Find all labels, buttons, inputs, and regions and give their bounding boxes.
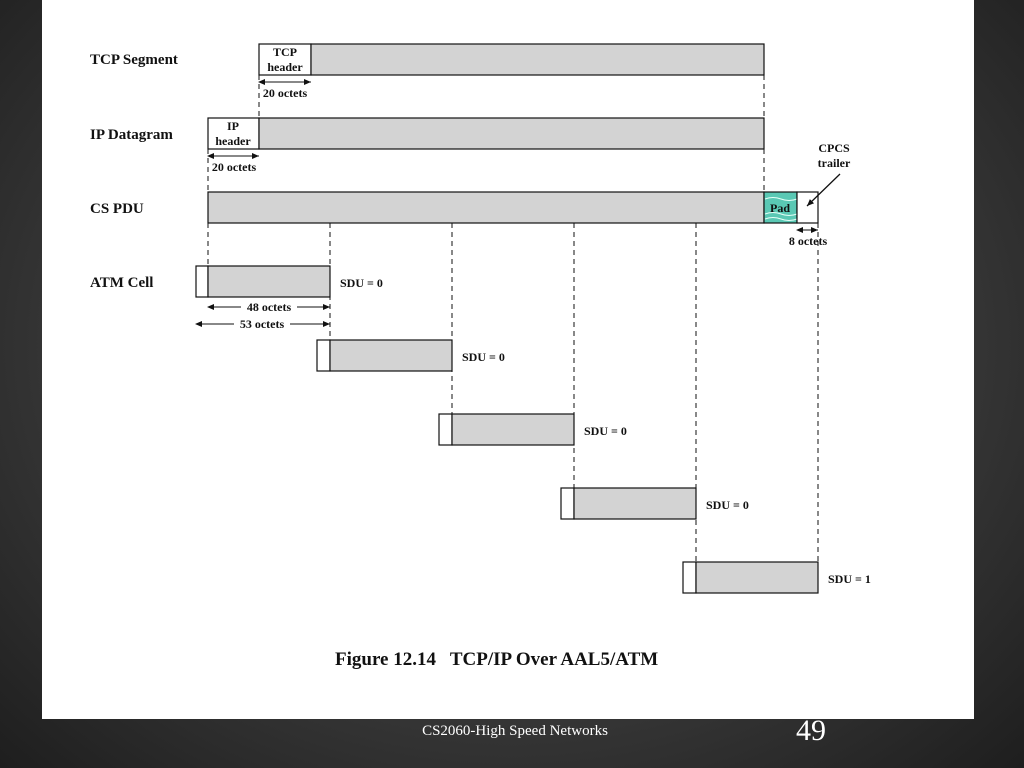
row-label-tcp-segment: TCP Segment bbox=[90, 52, 178, 68]
atm-cell-sdu-label: SDU = 0 bbox=[340, 276, 383, 290]
atm-cell-5: SDU = 1 bbox=[682, 561, 871, 594]
tcp-header-label-2: header bbox=[267, 60, 303, 74]
payload-dimension-label-bg bbox=[241, 300, 297, 314]
atm-cell-sdu-label: SDU = 0 bbox=[584, 424, 627, 438]
tcp-header-box bbox=[258, 43, 312, 76]
tcp-header-size: 20 octets bbox=[263, 86, 308, 100]
atm-cell-sdu-label: SDU = 1 bbox=[828, 572, 871, 586]
cpcs-trailer-box bbox=[796, 191, 819, 224]
pad-hatch bbox=[764, 197, 798, 221]
cs-pdu: Pad CPCS trailer 8 octets bbox=[207, 141, 851, 248]
cpcs-trailer-label-2: trailer bbox=[818, 156, 851, 170]
ip-header-box bbox=[207, 117, 260, 150]
atm-cell-3: SDU = 0 bbox=[438, 413, 627, 446]
atm-cell-sdu-label: SDU = 0 bbox=[462, 350, 505, 364]
figure-caption: Figure 12.14 TCP/IP Over AAL5/ATM bbox=[335, 649, 658, 670]
pad-label: Pad bbox=[770, 201, 790, 215]
atm-cell-header bbox=[195, 265, 209, 298]
ip-datagram: IP header 20 octets bbox=[207, 117, 765, 174]
tcp-segment: TCP header 20 octets bbox=[258, 43, 765, 100]
row-label-ip-datagram: IP Datagram bbox=[90, 127, 173, 143]
cs-pdu-payload-box bbox=[207, 191, 765, 224]
atm-cell-payload bbox=[451, 413, 575, 446]
atm-cell-sdu-label: SDU = 0 bbox=[706, 498, 749, 512]
ip-header-label-2: header bbox=[215, 134, 251, 148]
row-label-atm-cell: ATM Cell bbox=[90, 275, 153, 291]
tcp-ip-aal5-diagram: TCP Segment IP Datagram CS PDU ATM Cell … bbox=[90, 43, 871, 670]
atm-cell-header bbox=[316, 339, 331, 372]
atm-cell-1: SDU = 0 bbox=[195, 265, 383, 298]
atm-cell-payload bbox=[329, 339, 453, 372]
ip-header-label-1: IP bbox=[227, 119, 239, 133]
row-label-cs-pdu: CS PDU bbox=[90, 201, 144, 217]
cell-size: 53 octets bbox=[240, 317, 285, 331]
slide-figure: TCP Segment IP Datagram CS PDU ATM Cell … bbox=[42, 0, 974, 719]
atm-cell-4: SDU = 0 bbox=[560, 487, 749, 520]
cell-dimension-label-bg bbox=[234, 317, 290, 331]
footer-course-title: CS2060-High Speed Networks bbox=[422, 723, 608, 739]
trailer-size: 8 octets bbox=[789, 234, 828, 248]
cpcs-trailer-label-1: CPCS bbox=[818, 141, 850, 155]
atm-cell-header bbox=[438, 413, 453, 446]
ip-header-size: 20 octets bbox=[212, 160, 257, 174]
atm-cell-payload bbox=[695, 561, 819, 594]
tcp-header-label-1: TCP bbox=[273, 45, 297, 59]
cpcs-trailer-pointer-arrow bbox=[806, 173, 841, 207]
atm-cell-2: SDU = 0 bbox=[316, 339, 505, 372]
page-number: 49 bbox=[796, 714, 826, 747]
atm-cell-payload bbox=[573, 487, 697, 520]
atm-cell-header bbox=[682, 561, 697, 594]
atm-cell-payload bbox=[207, 265, 331, 298]
atm-cell-header bbox=[560, 487, 575, 520]
tcp-payload-box bbox=[310, 43, 765, 76]
payload-size: 48 octets bbox=[247, 300, 292, 314]
ip-payload-box bbox=[258, 117, 765, 150]
